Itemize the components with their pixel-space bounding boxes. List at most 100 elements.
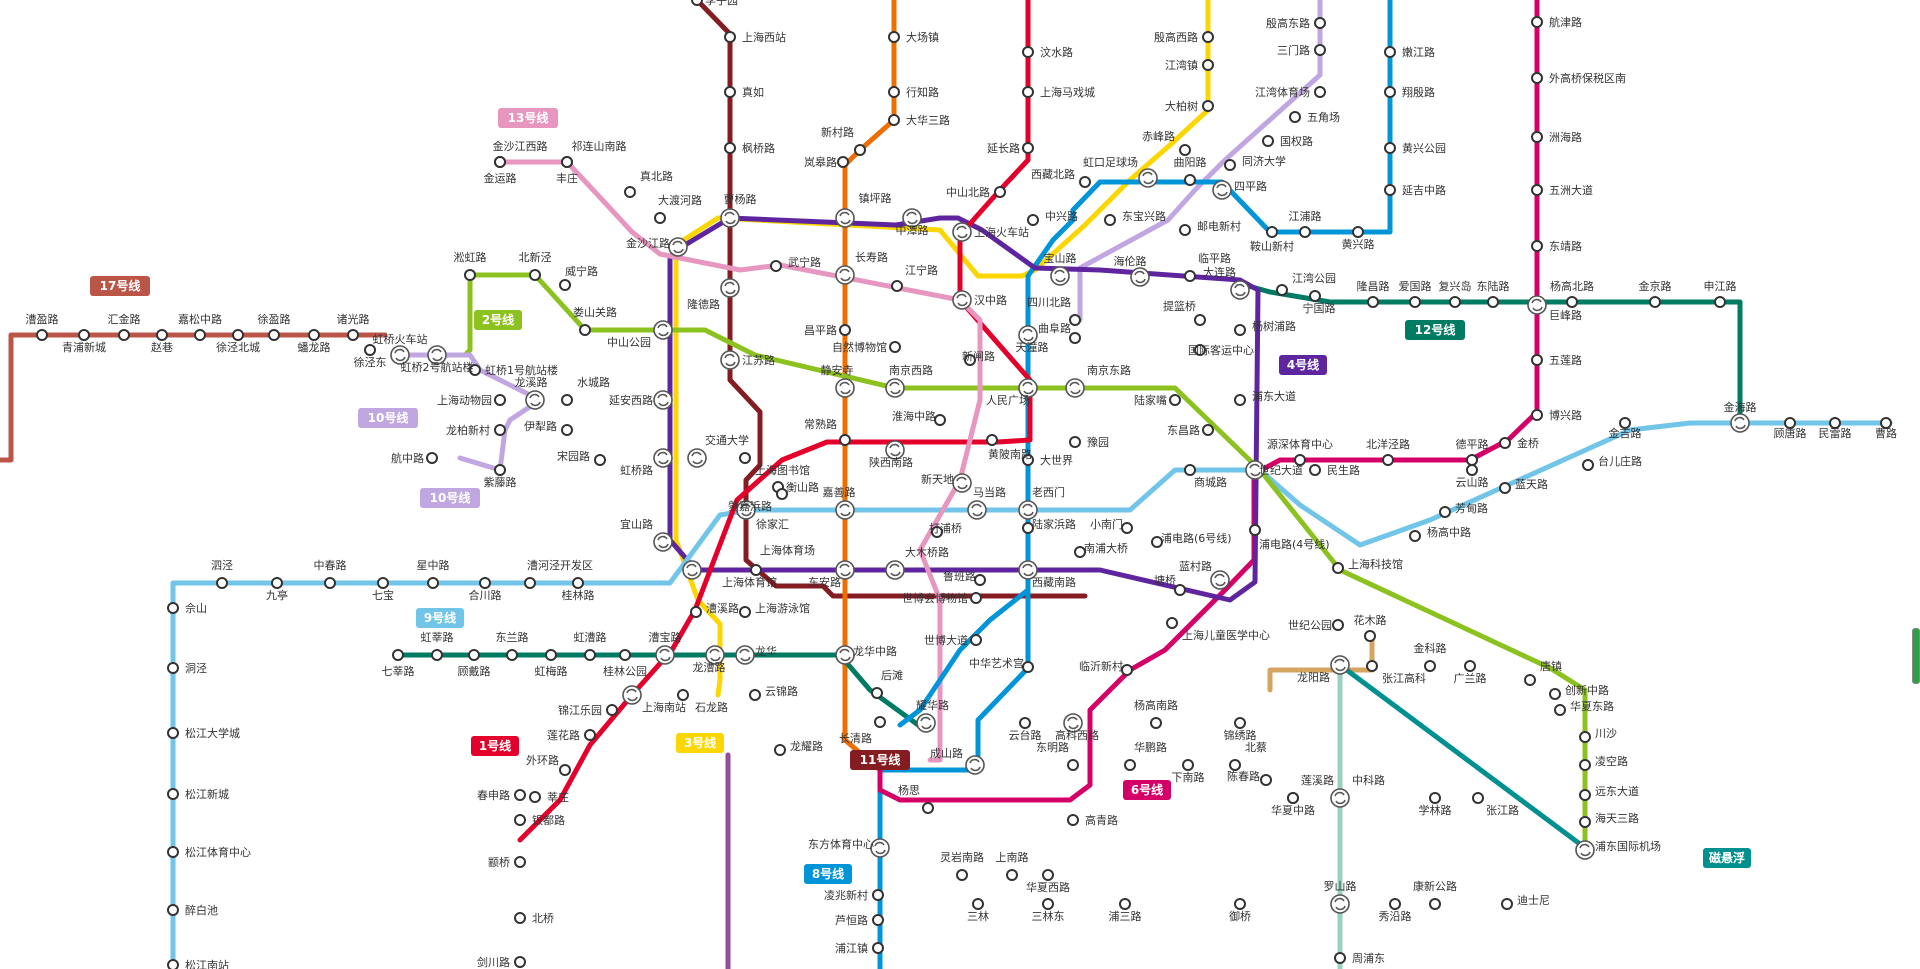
station-t16[interactable] <box>994 186 1006 198</box>
station-t117[interactable] <box>194 329 206 341</box>
station-t104[interactable] <box>1466 454 1478 466</box>
station-t236[interactable] <box>1554 704 1566 716</box>
interchange-station-t171[interactable] <box>735 645 755 665</box>
station-t191[interactable] <box>479 577 491 589</box>
station-t200[interactable] <box>167 959 179 969</box>
station-t15[interactable] <box>1022 142 1034 154</box>
station-t251[interactable] <box>1472 792 1484 804</box>
station-t32[interactable] <box>1184 270 1196 282</box>
interchange-station-t26[interactable] <box>1050 266 1070 286</box>
station-t198[interactable] <box>167 846 179 858</box>
station-t83[interactable] <box>579 324 591 336</box>
station-t235[interactable] <box>1549 688 1561 700</box>
interchange-station-t209[interactable] <box>705 645 725 665</box>
zoom-slider-handle[interactable] <box>1912 628 1920 684</box>
station-t264[interactable] <box>1501 898 1513 910</box>
station-t218[interactable] <box>514 856 526 868</box>
station-t202[interactable] <box>431 649 443 661</box>
station-t192[interactable] <box>524 577 536 589</box>
station-t68[interactable] <box>1367 296 1379 308</box>
interchange-station-t5[interactable] <box>720 208 740 228</box>
station-t14[interactable] <box>1022 86 1034 98</box>
interchange-station-t100[interactable] <box>1245 460 1265 480</box>
station-t87[interactable] <box>889 341 901 353</box>
interchange-station-t85[interactable] <box>720 350 740 370</box>
interchange-station-t57[interactable] <box>720 278 740 298</box>
station-t178[interactable] <box>1332 619 1344 631</box>
station-t146[interactable] <box>776 488 788 500</box>
station-t174[interactable] <box>1022 661 1034 673</box>
station-t214[interactable] <box>559 764 571 776</box>
station-t30[interactable] <box>1179 224 1191 236</box>
station-t82[interactable] <box>559 279 571 291</box>
interchange-station-t75[interactable] <box>1527 295 1547 315</box>
station-t193[interactable] <box>572 577 584 589</box>
station-t245[interactable] <box>1229 759 1241 771</box>
station-t226[interactable] <box>1019 717 1031 729</box>
station-t125[interactable] <box>469 364 481 376</box>
station-t262[interactable] <box>1389 898 1401 910</box>
station-t128[interactable] <box>561 394 573 406</box>
station-t255[interactable] <box>1006 869 1018 881</box>
station-t116[interactable] <box>156 329 168 341</box>
station-t258[interactable] <box>1042 898 1054 910</box>
interchange-station-t157[interactable] <box>1210 570 1230 590</box>
station-t48[interactable] <box>1531 184 1543 196</box>
station-t205[interactable] <box>545 649 557 661</box>
station-t73[interactable] <box>1649 296 1661 308</box>
station-t190[interactable] <box>427 577 439 589</box>
station-t28[interactable] <box>1224 159 1236 171</box>
station-t194[interactable] <box>167 602 179 614</box>
station-t213[interactable] <box>584 729 596 741</box>
line-badge-maglev[interactable] <box>1703 848 1751 868</box>
station-t231[interactable] <box>1366 660 1378 672</box>
interchange-station-t166[interactable] <box>653 532 673 552</box>
station-t254[interactable] <box>956 869 968 881</box>
station-t70[interactable] <box>1449 296 1461 308</box>
station-t20[interactable] <box>1202 100 1214 112</box>
line-badge-l10[interactable] <box>420 488 480 508</box>
interchange-station-t261[interactable] <box>1330 894 1350 914</box>
station-t1[interactable] <box>691 0 703 6</box>
station-t106[interactable] <box>1499 437 1511 449</box>
station-t49[interactable] <box>1531 240 1543 252</box>
station-t228[interactable] <box>1150 717 1162 729</box>
station-t92[interactable] <box>1234 394 1246 406</box>
station-t259[interactable] <box>1119 898 1131 910</box>
station-t161[interactable] <box>974 574 986 586</box>
interchange-station-t139[interactable] <box>885 440 905 460</box>
station-t159[interactable] <box>1074 546 1086 558</box>
station-t173[interactable] <box>871 687 883 699</box>
station-t167[interactable] <box>739 606 751 618</box>
line-badge-l9[interactable] <box>416 608 464 628</box>
interchange-station-t160[interactable] <box>1018 560 1038 580</box>
station-t34[interactable] <box>1314 44 1326 56</box>
station-t33[interactable] <box>1314 17 1326 29</box>
station-t220[interactable] <box>514 956 526 968</box>
interchange-station-t151[interactable] <box>1018 500 1038 520</box>
station-t187[interactable] <box>271 577 283 589</box>
line-badge-l12[interactable] <box>1405 320 1465 340</box>
station-t47[interactable] <box>1531 131 1543 143</box>
station-t142[interactable] <box>1022 454 1034 466</box>
station-t109[interactable] <box>1784 417 1796 429</box>
station-t256[interactable] <box>1042 869 1054 881</box>
station-t229[interactable] <box>1234 717 1246 729</box>
interchange-station-t208[interactable] <box>655 645 675 665</box>
interchange-station-t94[interactable] <box>835 378 855 398</box>
station-t133[interactable] <box>494 464 506 476</box>
station-t72[interactable] <box>1566 296 1578 308</box>
station-t38[interactable] <box>1266 226 1278 238</box>
station-t67[interactable] <box>1309 290 1321 302</box>
station-t186[interactable] <box>216 577 228 589</box>
station-t44[interactable] <box>1384 184 1396 196</box>
station-t237[interactable] <box>1579 731 1591 743</box>
interchange-station-t224[interactable] <box>916 713 936 733</box>
interchange-station-t127[interactable] <box>525 390 545 410</box>
station-t223[interactable] <box>874 716 886 728</box>
station-t215[interactable] <box>529 791 541 803</box>
station-t52[interactable] <box>494 156 506 168</box>
interchange-station-t249[interactable] <box>1330 788 1350 808</box>
station-t101[interactable] <box>1294 454 1306 466</box>
station-t21[interactable] <box>1179 144 1191 156</box>
